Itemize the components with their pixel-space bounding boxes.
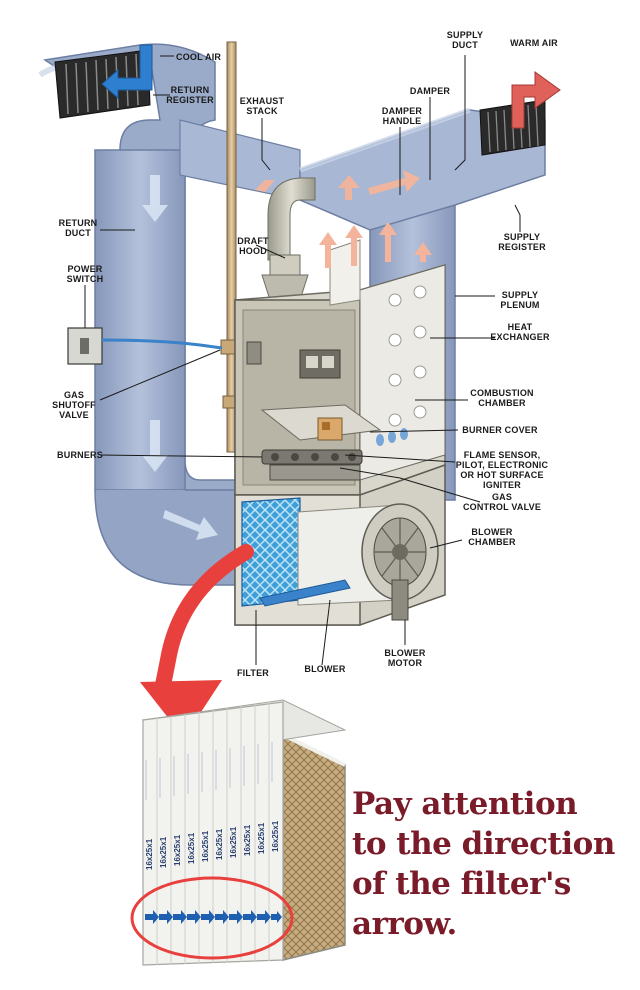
label-supply-register-2: REGISTER xyxy=(498,242,546,252)
label-combustion-chamber-1: COMBUSTION xyxy=(470,388,534,398)
leader-lines xyxy=(84,55,521,666)
filter-size-label: 16x25x1 xyxy=(215,828,224,860)
label-gas-shutoff-1: GAS xyxy=(64,390,84,400)
blower-motor xyxy=(391,579,409,621)
return-flow-arrows xyxy=(142,175,218,540)
filter-size-label: 16x25x1 xyxy=(257,822,266,854)
air-filter-product: 16x25x1 16x25x1 16x25x1 16x25x1 16x25x1 … xyxy=(130,699,347,966)
label-draft-hood-1: DRAFT xyxy=(237,236,269,246)
exhaust-stack xyxy=(226,41,237,453)
label-supply-register-1: SUPPLY xyxy=(504,232,540,242)
label-power-switch-1: POWER xyxy=(67,264,102,274)
label-blower-chamber-1: BLOWER xyxy=(471,527,512,537)
draft-hood xyxy=(261,177,316,301)
label-heat-exchanger-2: EXCHANGER xyxy=(490,332,550,342)
label-draft-hood-2: HOOD xyxy=(239,246,267,256)
label-power-switch-2: SWITCH xyxy=(67,274,104,284)
label-warm-air: WARM AIR xyxy=(510,38,558,48)
label-gas-control-valve-1: GAS xyxy=(492,492,512,502)
label-damper-handle-1: DAMPER xyxy=(382,106,423,116)
label-combustion-chamber-2: CHAMBER xyxy=(478,398,526,408)
label-blower: BLOWER xyxy=(304,664,345,674)
diagram-labels: COOL AIR RETURN REGISTER EXHAUST STACK S… xyxy=(52,30,558,678)
heat-exchanger xyxy=(329,239,446,481)
filter-size-label: 16x25x1 xyxy=(201,830,210,862)
warm-air-arrow xyxy=(511,71,561,129)
filter-size-label: 16x25x1 xyxy=(145,838,154,870)
airflow-arrow-icons xyxy=(145,910,282,924)
filter-size-label: 16x25x1 xyxy=(229,826,238,858)
arrow-highlight-circle xyxy=(130,876,294,960)
burners xyxy=(261,449,363,481)
callout-line-4: arrow. xyxy=(352,906,457,942)
label-exhaust-stack-1: EXHAUST xyxy=(240,96,285,106)
label-blower-chamber-2: CHAMBER xyxy=(468,537,516,547)
label-return-duct-1: RETURN xyxy=(59,218,98,228)
label-heat-exchanger-1: HEAT xyxy=(508,322,533,332)
supply-flow-arrows xyxy=(255,170,420,200)
label-return-duct-2: DUCT xyxy=(65,228,91,238)
label-supply-plenum-1: SUPPLY xyxy=(502,290,538,300)
label-filter: FILTER xyxy=(237,668,269,678)
label-exhaust-stack-2: STACK xyxy=(246,106,278,116)
filter-size-label: 16x25x1 xyxy=(159,836,168,868)
label-supply-plenum-2: PLENUM xyxy=(500,300,539,310)
highlight-arrow xyxy=(140,544,254,738)
filter-size-label: 16x25x1 xyxy=(243,824,252,856)
label-return-register-2: REGISTER xyxy=(166,95,214,105)
label-blower-motor-1: BLOWER xyxy=(384,648,425,658)
label-supply-duct-2: DUCT xyxy=(452,40,478,50)
label-return-register-1: RETURN xyxy=(171,85,210,95)
label-flame-sensor-3: OR HOT SURFACE xyxy=(460,470,543,480)
label-flame-sensor-1: FLAME SENSOR, xyxy=(464,450,541,460)
filter-size-label: 16x25x1 xyxy=(271,820,280,852)
filter-size-label: 16x25x1 xyxy=(173,834,182,866)
return-duct-vertical xyxy=(94,149,186,491)
label-burners: BURNERS xyxy=(57,450,103,460)
callout-line-2: to the direction xyxy=(352,826,615,862)
gas-control-valve xyxy=(317,417,343,441)
label-flame-sensor-4: IGNITER xyxy=(483,480,521,490)
callout-line-3: of the filter's xyxy=(352,866,571,902)
label-supply-duct-1: SUPPLY xyxy=(447,30,483,40)
label-gas-shutoff-3: VALVE xyxy=(59,410,89,420)
label-cool-air: COOL AIR xyxy=(176,52,221,62)
label-gas-control-valve-2: CONTROL VALVE xyxy=(463,502,541,512)
label-blower-motor-2: MOTOR xyxy=(388,658,423,668)
label-damper-handle-2: HANDLE xyxy=(383,116,422,126)
callout-line-1: Pay attention xyxy=(352,786,578,822)
heat-rise-arrows xyxy=(319,222,432,268)
label-gas-shutoff-2: SHUTOFF xyxy=(52,400,96,410)
label-damper: DAMPER xyxy=(410,86,451,96)
callout-text: Pay attention to the direction of the fi… xyxy=(352,784,632,944)
filter-size-label: 16x25x1 xyxy=(187,832,196,864)
blower xyxy=(297,503,439,606)
power-switch xyxy=(67,327,223,365)
label-flame-sensor-2: PILOT, ELECTRONIC xyxy=(456,460,549,470)
cool-air-arrow xyxy=(101,44,153,100)
label-burner-cover: BURNER COVER xyxy=(462,425,538,435)
